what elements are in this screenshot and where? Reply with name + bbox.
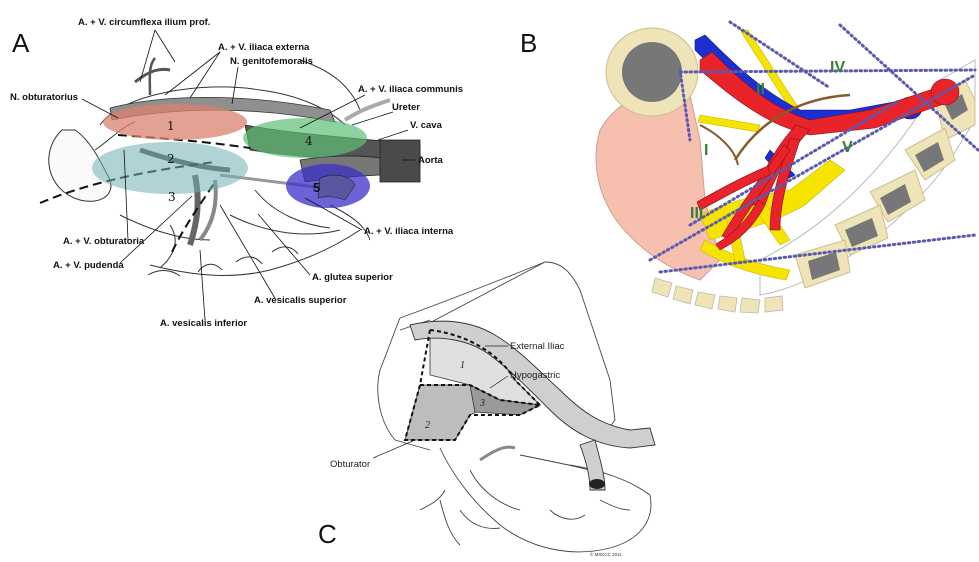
label-iliaca-communis: A. + V. iliaca communis xyxy=(358,84,463,95)
zone-a2 xyxy=(92,142,248,194)
label-circumflexa: A. + V. circumflexa ilium prof. xyxy=(78,17,210,28)
zone-label-b4: IV xyxy=(830,59,845,76)
label-iliaca-interna: A. + V. iliaca interna xyxy=(364,226,454,237)
zone-number-a1: 1 xyxy=(167,119,175,133)
panel-b: B xyxy=(520,22,978,313)
panel-a-zones xyxy=(92,104,370,208)
zone-number-a4: 4 xyxy=(305,134,313,148)
panel-a-letter: A xyxy=(12,28,30,58)
label-obturatorius: N. obturatorius xyxy=(10,92,78,103)
zone-number-c2: 2 xyxy=(425,420,430,431)
label-hypogastric: Hypogastric xyxy=(510,370,560,381)
zone-label-b3: III xyxy=(690,205,703,222)
label-genitofemoralis: N. genitofemoralis xyxy=(230,56,313,67)
label-aorta: Aorta xyxy=(418,155,444,166)
zone-label-b2: II xyxy=(756,81,765,98)
label-obturatoria: A. + V. obturatoria xyxy=(63,236,145,247)
zone-number-c3: 3 xyxy=(479,398,485,409)
label-glutea-superior: A. glutea superior xyxy=(312,272,393,283)
label-ureter: Ureter xyxy=(392,102,420,113)
copyright-text: © MSKCC 2011 xyxy=(590,551,622,557)
zone-number-a3: 3 xyxy=(168,190,176,204)
label-external-iliac: External Iliac xyxy=(510,341,565,352)
zone-number-c1: 1 xyxy=(460,360,465,371)
label-vesicalis-inferior: A. vesicalis inferior xyxy=(160,318,247,329)
panel-c: C xyxy=(318,262,655,557)
zone-label-b1: I xyxy=(704,142,708,159)
panel-b-letter: B xyxy=(520,28,537,58)
label-pudenda: A. + V. pudenda xyxy=(53,260,124,271)
label-v-cava: V. cava xyxy=(410,120,443,131)
zone-number-a5: 5 xyxy=(313,180,320,195)
zone-a1 xyxy=(103,104,247,140)
zone-number-a2: 2 xyxy=(167,152,175,166)
label-iliaca-externa: A. + V. iliaca externa xyxy=(218,42,310,53)
label-vesicalis-superior: A. vesicalis superior xyxy=(254,295,347,306)
zone-label-b5: V xyxy=(842,139,853,156)
panel-a: A xyxy=(10,17,463,329)
label-obturator: Obturator xyxy=(330,459,370,470)
panel-c-letter: C xyxy=(318,519,337,549)
